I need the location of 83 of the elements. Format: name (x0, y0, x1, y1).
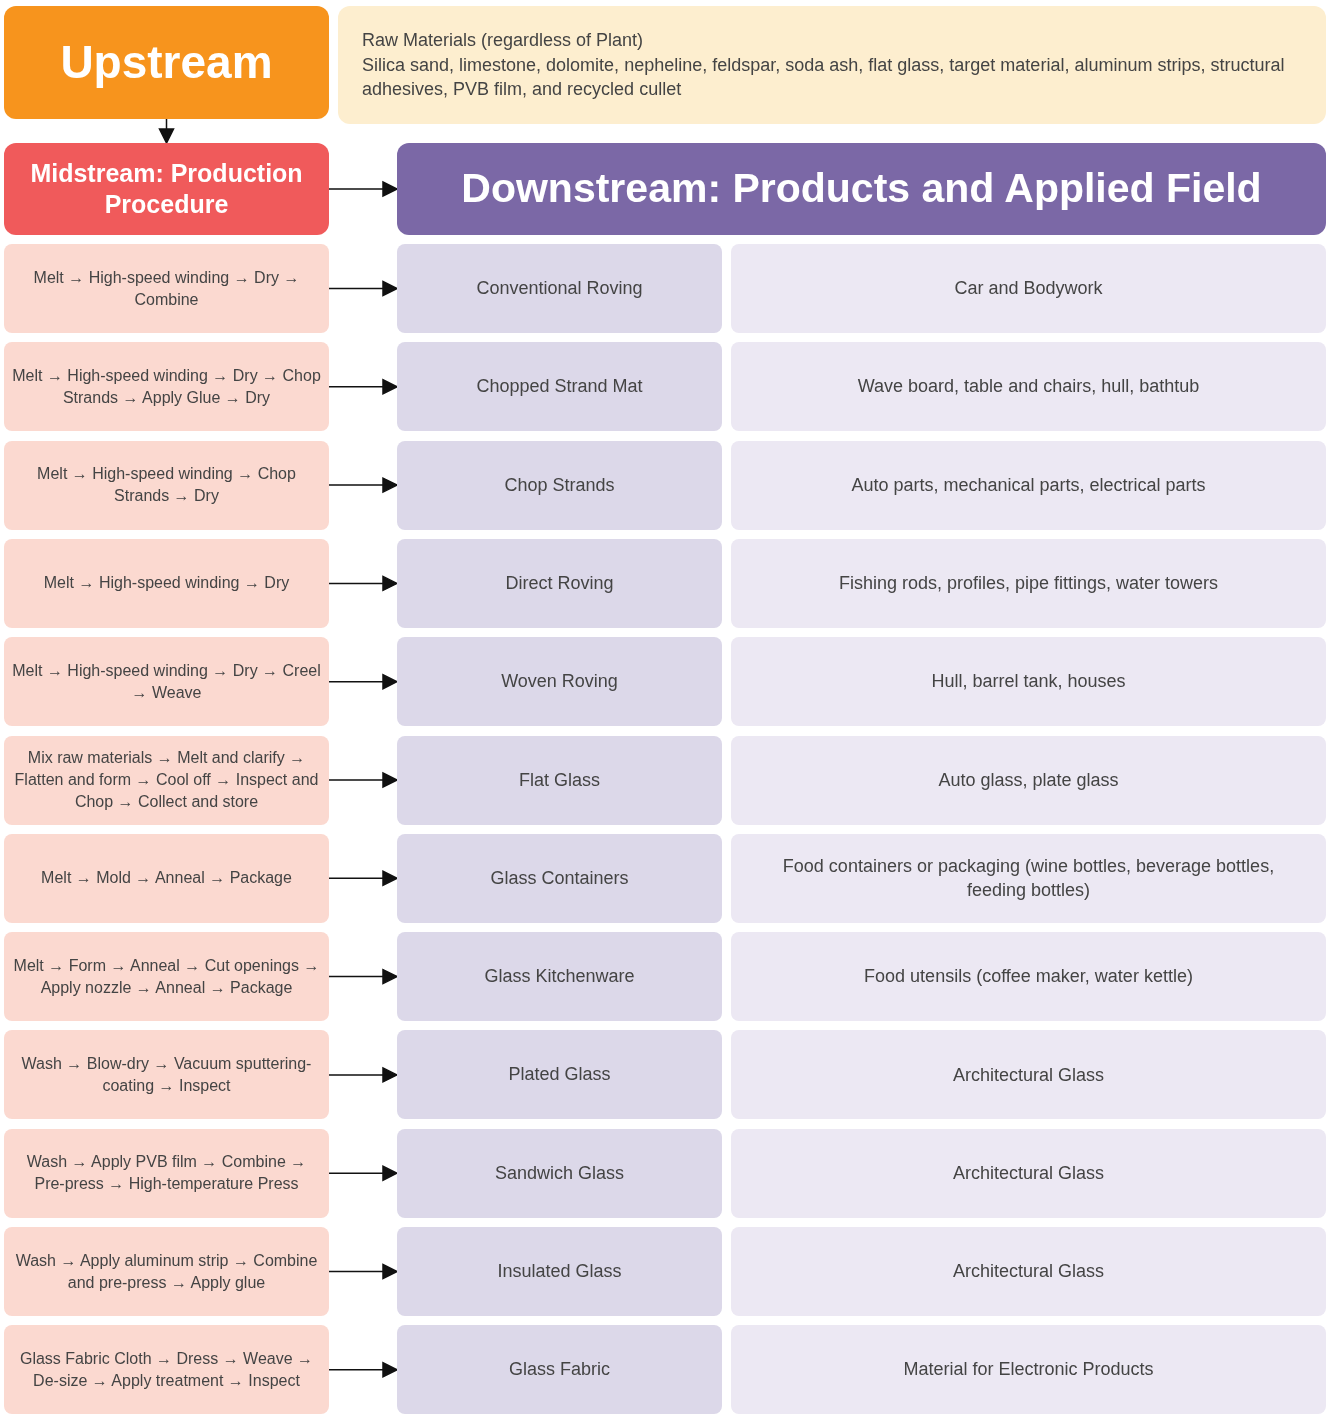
product-box (397, 1030, 722, 1120)
process-box (4, 440, 329, 530)
product-name: Conventional Roving (476, 277, 643, 300)
stage-header (4, 6, 329, 119)
info-text: Silica sand, limestone, dolomite, nepheline, feldspar, soda ash, flat glass, target material, aluminum strips, structural adhesives, PVB film, and recycled cullet (362, 53, 1286, 102)
product-box (397, 833, 722, 923)
info-heading: Raw Materials (regardless of Plant) (362, 28, 645, 52)
application-text: Auto glass, plate glass (938, 768, 1119, 792)
product-box (397, 440, 722, 530)
product-name: Chop Strands (504, 473, 615, 497)
product-name: Sandwich Glass (494, 1161, 625, 1185)
arrow (328, 181, 398, 198)
stage-header (4, 143, 329, 235)
product-box (397, 1227, 722, 1316)
arrow (328, 1362, 398, 1378)
product-box (397, 637, 722, 727)
process-box (4, 1128, 329, 1218)
application-text: Auto parts, mechanical parts, electrical parts (851, 473, 1206, 497)
application-text: Food utensils (coffee maker, water kettle) (864, 965, 1193, 989)
product-box (397, 932, 722, 1022)
product-name: Flat Glass (519, 768, 600, 792)
process-box (4, 538, 329, 628)
process-steps: Melt → Form → Anneal → Cut openings → Apply nozzle → Anneal → Package (12, 954, 321, 999)
product-name: Chopped Strand Mat (476, 375, 643, 399)
product-box (397, 1325, 722, 1415)
product-name: Plated Glass (508, 1063, 611, 1087)
process-steps: Glass Fabric Cloth → Dress → Weave → De-size → Apply treatment → Inspect (12, 1347, 321, 1392)
arrow (328, 673, 398, 690)
process-box (4, 1030, 329, 1120)
arrow (328, 379, 398, 395)
application-text: Car and Bodywork (954, 277, 1103, 301)
process-box (4, 833, 329, 923)
arrow (328, 772, 398, 789)
application-text: Wave board, table and chairs, hull, bathtub (857, 375, 1200, 399)
application-text: Food containers or packaging (wine bottles, beverage bottles, feeding bottles) (781, 854, 1276, 903)
process-steps: Melt → High-speed winding → Dry → Creel → Weave (12, 659, 321, 704)
process-steps: Melt → High-speed winding → Chop Strands → Dry (12, 463, 321, 508)
arrow (328, 280, 398, 297)
process-steps: Melt → Mold → Anneal → Package (41, 867, 292, 890)
product-name: Direct Roving (505, 571, 614, 595)
arrow (328, 575, 398, 592)
product-name: Glass Kitchenware (484, 965, 635, 989)
application-text: Architectural Glass (952, 1161, 1105, 1185)
arrow (158, 118, 175, 144)
application-text: Architectural Glass (952, 1063, 1105, 1087)
product-box (397, 735, 722, 825)
process-steps: Mix raw materials → Melt and clarify → Flatten and form → Cool off → Inspect and Chop → Collect and store (12, 747, 321, 813)
process-box (4, 1227, 329, 1316)
product-name: Woven Roving (501, 670, 618, 694)
process-steps: Wash → Apply aluminum strip → Combine and pre-press → Apply glue (12, 1249, 321, 1294)
info-box (338, 6, 1326, 124)
process-steps: Melt → High-speed winding → Dry → Combine (12, 266, 321, 311)
application-text: Hull, barrel tank, houses (931, 670, 1126, 694)
stage-title: Downstream: Products and Applied Field (461, 164, 1262, 214)
process-steps: Melt → High-speed winding → Dry (43, 572, 290, 595)
stage-header (397, 143, 1326, 235)
process-steps: Wash → Blow-dry → Vacuum sputtering-coating → Inspect (12, 1052, 321, 1097)
arrow (328, 968, 398, 985)
arrow (328, 477, 398, 494)
arrow (328, 1263, 398, 1280)
process-box (4, 1325, 329, 1415)
application-text: Architectural Glass (952, 1260, 1105, 1284)
product-name: Insulated Glass (497, 1260, 622, 1283)
product-name: Glass Containers (490, 866, 629, 890)
application-text: Material for Electronic Products (903, 1358, 1154, 1382)
product-box (397, 244, 722, 333)
application-text: Fishing rods, profiles, pipe fittings, water towers (838, 572, 1219, 595)
stage-title: Midstream: Production Procedure (29, 157, 304, 220)
product-box (397, 538, 722, 628)
stage-title: Upstream (60, 35, 273, 90)
process-steps: Melt → High-speed winding → Dry → Chop Strands → Apply Glue → Dry (12, 364, 321, 409)
process-box (4, 244, 329, 333)
product-box (397, 1128, 722, 1218)
arrow (328, 870, 398, 887)
product-name: Glass Fabric (509, 1358, 610, 1382)
product-box (397, 342, 722, 432)
process-box (4, 342, 329, 432)
arrow (328, 1067, 398, 1084)
process-box (4, 932, 329, 1022)
process-steps: Wash → Apply PVB film → Combine → Pre-press → High-temperature Press (12, 1151, 321, 1196)
process-box (4, 735, 329, 825)
process-box (4, 637, 329, 727)
arrow (328, 1165, 398, 1182)
